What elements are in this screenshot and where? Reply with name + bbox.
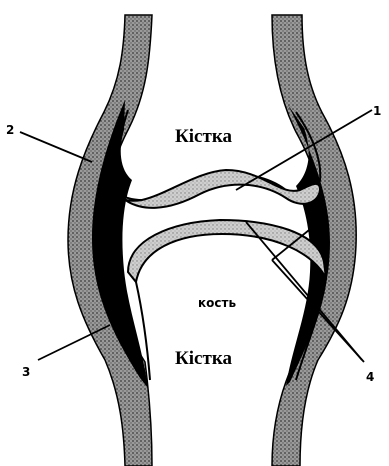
label-bone-top: Кістка	[175, 126, 232, 147]
lower-articular-cartilage	[128, 220, 326, 282]
callout-1-number: 1	[373, 104, 381, 118]
callout-3-number: 3	[22, 365, 30, 379]
callout-2-number: 2	[6, 123, 14, 137]
callout-2-leader	[20, 132, 92, 162]
callout-4-number: 4	[366, 370, 374, 384]
upper-articular-cartilage	[120, 170, 320, 208]
label-bone-bottom: Кістка	[175, 348, 232, 369]
label-bone-middle: кость	[198, 296, 236, 310]
